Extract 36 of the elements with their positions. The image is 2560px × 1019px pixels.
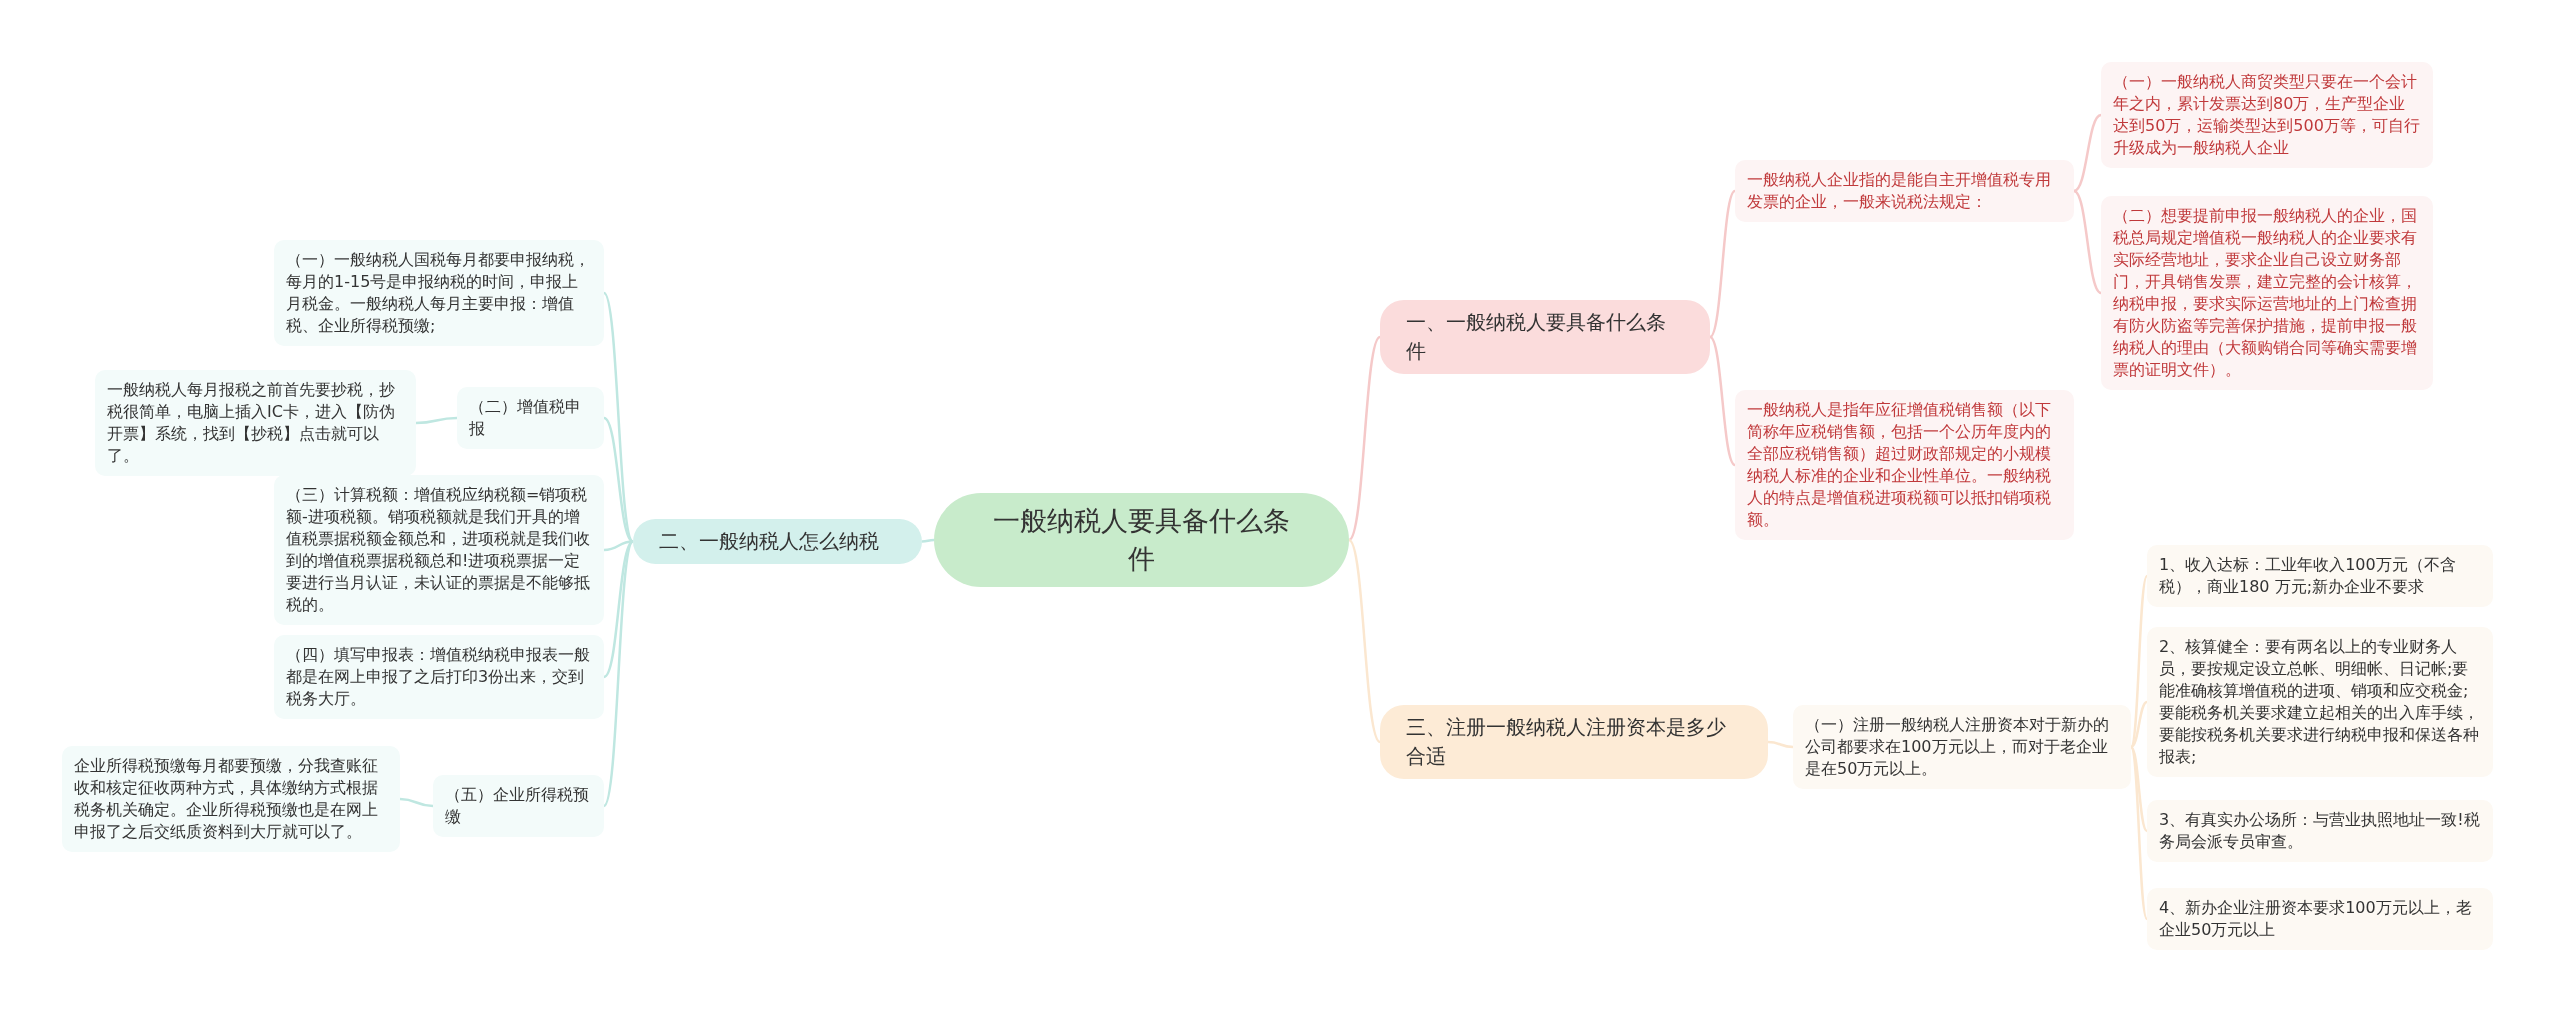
- note-box: （三）计算税额：增值税应纳税额=销项税额-进项税额。销项税额就是我们开具的增值税票据税额金额总和，进项税就是我们收到的增值税票据税额总和!进项税票据一定要进行当月认证，未认证的票据是不能够抵税的。: [274, 475, 604, 625]
- note-box: 一般纳税人每月报税之前首先要抄税，抄税很简单，电脑上插入IC卡，进入【防伪开票】系统，找到【抄税】点击就可以了。: [95, 370, 416, 476]
- connector-line: [2129, 575, 2149, 748]
- note-box: 4、新办企业注册资本要求100万元以上，老企业50万元以上: [2147, 888, 2493, 950]
- connector-line: [2073, 113, 2102, 193]
- connector-line: [921, 538, 935, 543]
- connector-line: [1348, 539, 1381, 743]
- connector-line: [1709, 190, 1736, 338]
- connector-line: [1767, 740, 1794, 749]
- connector-line: [603, 540, 634, 552]
- connector-line: [415, 416, 458, 425]
- note-box: （一）一般纳税人国税每月都要申报纳税，每月的1-15号是申报纳税的时间，申报上月税金。一般纳税人每月主要申报：增值税、企业所得税预缴;: [274, 240, 604, 346]
- note-box: （二）想要提前申报一般纳税人的企业，国税总局规定增值税一般纳税人的企业要求有实际经营地址，要求企业自己设立财务部门，开具销售发票，建立完整的会计核算，纳税申报，要求实际运营地址的上门检查拥有防火防盗等完善保护措施，提前申报一般纳税人的理由（大额购销合同等确实需要增票的证明文件）。: [2101, 196, 2433, 390]
- connector-line: [2130, 700, 2148, 749]
- topic-box: 一、一般纳税人要具备什么条件: [1380, 300, 1710, 374]
- connector-line: [2130, 746, 2148, 832]
- note-box: 1、收入达标：工业年收入100万元（不含税），商业180 万元;新办企业不要求: [2147, 545, 2493, 607]
- note-box: 一般纳税人企业指的是能自主开增值税专用发票的企业，一般来说税法规定：: [1735, 160, 2074, 222]
- central-topic: 一般纳税人要具备什么条件: [934, 493, 1349, 587]
- topic-box: 二、一般纳税人怎么纳税: [633, 519, 922, 564]
- note-box: 2、核算健全：要有两名以上的专业财务人员，要按规定设立总帐、明细帐、日记帐;要能准确核算增值税的进项、销项和应交税金;要能税务机关要求建立起相关的出入库手续，要能按税务机关要求进行纳税申报和保送各种报表;: [2147, 627, 2493, 777]
- connector-line: [399, 797, 434, 808]
- connector-line: [1348, 336, 1381, 541]
- note-box: （一）一般纳税人商贸类型只要在一个会计年之内，累计发票达到80万，生产型企业达到50万，运输类型达到500万等，可自行升级成为一般纳税人企业: [2101, 62, 2433, 168]
- note-box: （二）增值税申报: [457, 387, 604, 449]
- connector-line: [602, 540, 635, 807]
- connector-line: [603, 417, 634, 543]
- note-box: （四）填写申报表：增值税纳税申报表一般都是在网上申报了之后打印3份出来，交到税务大厅。: [274, 635, 604, 719]
- connector-line: [1709, 336, 1736, 466]
- connector-line: [2073, 189, 2102, 295]
- note-box: 一般纳税人是指年应征增值税销售额（以下简称年应税销售额，包括一个公历年度内的全部应税销售额）超过财政部规定的小规模纳税人标准的企业和企业性单位。一般纳税人的特点是增值税进项税额可以抵扣销项税额。: [1735, 390, 2074, 540]
- note-box: 3、有真实办公场所：与营业执照地址一致!税务局会派专员审查。: [2147, 800, 2493, 862]
- note-box: 企业所得税预缴每月都要预缴，分我查账征收和核定征收两种方式，具体缴纳方式根据税务机关确定。企业所得税预缴也是在网上申报了之后交纸质资料到大厅就可以了。: [62, 746, 400, 852]
- note-box: （五）企业所得税预缴: [433, 775, 604, 837]
- note-box: （一）注册一般纳税人注册资本对于新办的公司都要求在100万元以上，而对于老企业是在50万元以上。: [1793, 705, 2131, 789]
- topic-box: 三、注册一般纳税人注册资本是多少合适: [1380, 705, 1768, 779]
